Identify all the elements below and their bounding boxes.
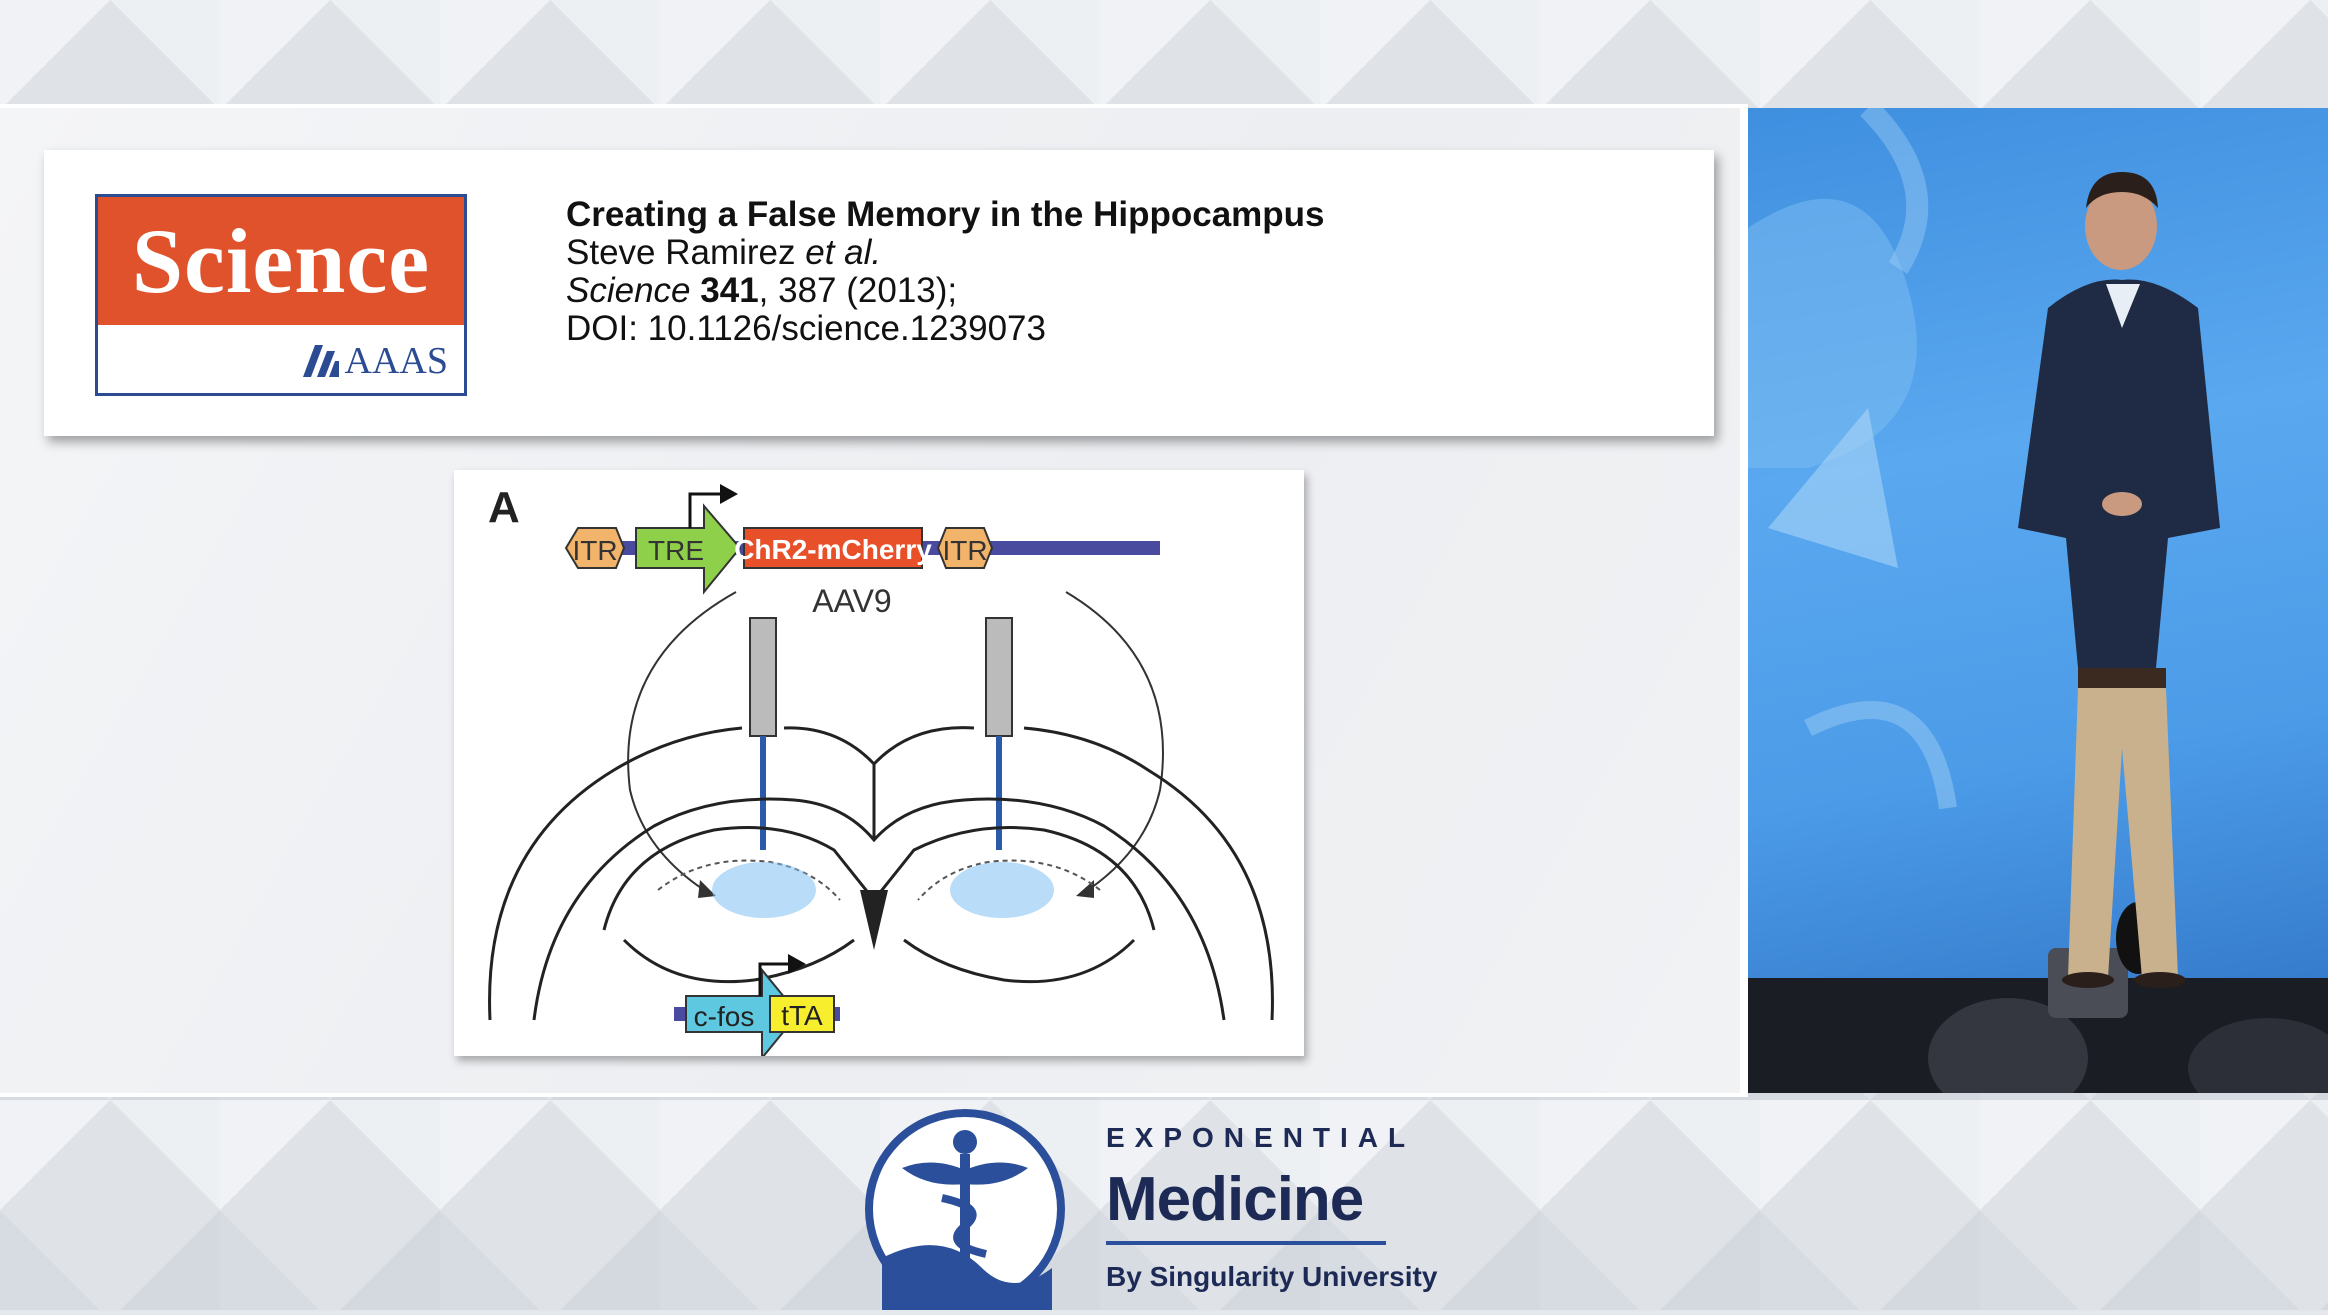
journal-volume: 341 bbox=[700, 271, 759, 310]
promoter-arrow-icon bbox=[688, 492, 724, 528]
science-logo-word: Science bbox=[131, 210, 431, 312]
article-authors: Steve Ramirez et al. bbox=[566, 234, 1666, 272]
speaker-video-feed bbox=[1748, 108, 2328, 1093]
exponential-medicine-wordmark: EXPONENTIAL Medicine By Singularity Univ… bbox=[1106, 1122, 1437, 1293]
svg-text:c-fos: c-fos bbox=[694, 1001, 755, 1032]
light-glow-right bbox=[950, 862, 1054, 918]
citation-text: Creating a False Memory in the Hippocamp… bbox=[566, 196, 1666, 348]
citation-card: Science AAAS Creating a False Memory in … bbox=[44, 150, 1714, 436]
author-name: Steve Ramirez bbox=[566, 233, 796, 272]
injection-path-left bbox=[627, 591, 737, 891]
cfos-element: c-fos bbox=[685, 967, 800, 1056]
svg-text:tTA: tTA bbox=[781, 1000, 823, 1031]
vector-label: AAV9 bbox=[812, 583, 891, 619]
promoter-arrow-bottom-icon bbox=[758, 962, 792, 996]
tta-element: tTA bbox=[769, 995, 835, 1033]
aaas-mark-icon bbox=[302, 345, 339, 377]
svg-text:ChR2-mCherry: ChR2-mCherry bbox=[734, 534, 932, 565]
exponential-medicine-logo bbox=[862, 1108, 1068, 1310]
science-journal-logo: Science AAAS bbox=[95, 194, 467, 396]
speaker-figure bbox=[2018, 172, 2220, 988]
itr-right-element: ITR bbox=[936, 527, 994, 569]
brain-diagram: A ITR TRE ChR2-mCherry bbox=[488, 483, 1274, 1056]
article-title: Creating a False Memory in the Hippocamp… bbox=[566, 195, 1325, 234]
brand-byline: By Singularity University bbox=[1106, 1261, 1438, 1292]
optic-fiber-right bbox=[985, 617, 1013, 850]
brand-divider bbox=[1106, 1241, 1386, 1245]
article-reference: Science 341, 387 (2013); bbox=[566, 272, 1666, 310]
pages-year: , 387 (2013); bbox=[758, 271, 958, 310]
speaker-scene bbox=[1748, 108, 2328, 1093]
svg-text:ITR: ITR bbox=[942, 535, 987, 566]
brand-name: Medicine bbox=[1106, 1165, 1364, 1234]
light-glow-left bbox=[712, 862, 816, 918]
optic-fiber-left bbox=[749, 617, 777, 850]
figure-panel: A ITR TRE ChR2-mCherry bbox=[454, 470, 1304, 1056]
video-frame-edge bbox=[1740, 104, 1748, 1097]
org-line: EXPONENTIAL bbox=[1106, 1122, 1416, 1153]
hippocampus-right bbox=[917, 859, 1101, 901]
presentation-slide: Science AAAS Creating a False Memory in … bbox=[0, 104, 1740, 1097]
tre-element: TRE bbox=[635, 503, 742, 595]
article-doi: DOI: 10.1126/science.1239073 bbox=[566, 309, 1046, 348]
author-suffix: et al. bbox=[805, 233, 882, 272]
caduceus-icon bbox=[865, 1109, 1065, 1310]
chr2-mcherry-element: ChR2-mCherry bbox=[734, 527, 932, 569]
panel-label: A bbox=[488, 483, 520, 532]
svg-text:ITR: ITR bbox=[572, 535, 617, 566]
journal-name: Science bbox=[566, 271, 691, 310]
itr-left-element: ITR bbox=[564, 527, 626, 569]
injection-path-right bbox=[1065, 591, 1164, 891]
aaas-text: AAAS bbox=[344, 340, 448, 382]
aaas-logo: AAAS bbox=[301, 339, 448, 383]
brain-section-outline bbox=[488, 726, 1274, 1021]
ventricle-shape bbox=[860, 890, 888, 950]
promoter-arrowhead-icon bbox=[720, 484, 738, 504]
hippocampus-left bbox=[657, 859, 841, 901]
svg-text:TRE: TRE bbox=[648, 535, 704, 566]
